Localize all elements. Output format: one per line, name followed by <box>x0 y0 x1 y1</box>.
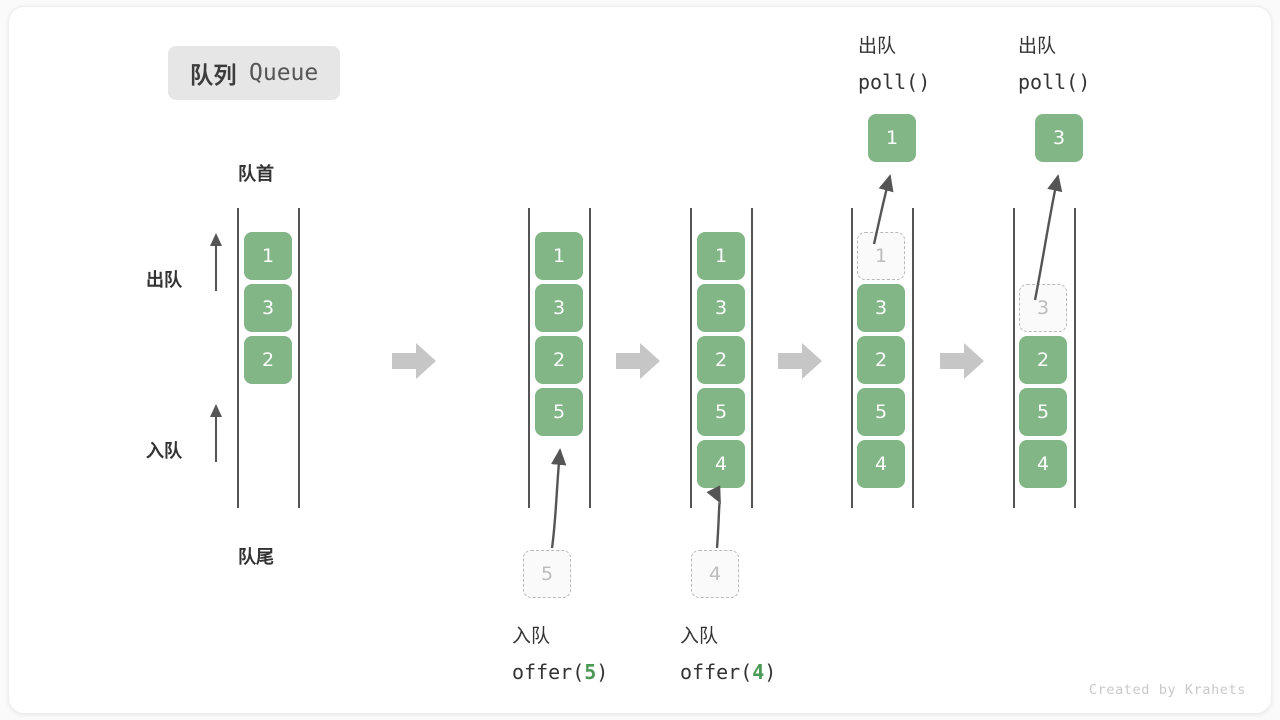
step-2-element: 5 <box>535 388 583 436</box>
step-5-outgoing-element: 3 <box>1035 114 1083 162</box>
step-1-element: 2 <box>244 336 292 384</box>
step-1-element: 3 <box>244 284 292 332</box>
title-english: Queue <box>249 60 319 86</box>
step-2-caption: 入队 offer(5) <box>512 618 608 690</box>
step-4-element: 3 <box>857 284 905 332</box>
step-4-caption: 出队 poll() <box>858 28 930 100</box>
step-3-element: 1 <box>697 232 745 280</box>
step-1-rail-left <box>237 208 239 508</box>
step-4-rail-right <box>912 208 914 508</box>
step-3-element: 3 <box>697 284 745 332</box>
enqueue-direction-arrow-icon <box>208 404 224 462</box>
step-5-element-ghost: 3 <box>1019 284 1067 332</box>
step-5-element: 5 <box>1019 388 1067 436</box>
step-3-rail-left <box>690 208 692 508</box>
step-transition-arrow-icon <box>940 341 984 381</box>
queue-rear-label: 队尾 <box>238 547 274 568</box>
step-5-caption: 出队 poll() <box>1018 28 1090 100</box>
step-2-rail-left <box>528 208 530 508</box>
step-3-incoming-ghost: 4 <box>691 550 739 598</box>
step-2-rail-right <box>589 208 591 508</box>
step-2-element: 2 <box>535 336 583 384</box>
step-5-rail-right <box>1074 208 1076 508</box>
step-4-element: 4 <box>857 440 905 488</box>
step-5-caption-fn: poll() <box>1018 70 1091 94</box>
step-2-element: 1 <box>535 232 583 280</box>
watermark: Created by Krahets <box>1088 682 1246 698</box>
step-3-caption-cn: 入队 <box>680 625 719 647</box>
step-transition-arrow-icon <box>616 341 660 381</box>
step-2-caption-fn: offer(5) <box>512 660 609 684</box>
step-5-element: 2 <box>1019 336 1067 384</box>
step-5-caption-cn: 出队 <box>1018 35 1057 57</box>
step-1-element: 1 <box>244 232 292 280</box>
step-3-element: 5 <box>697 388 745 436</box>
step-4-element: 2 <box>857 336 905 384</box>
step-3-element: 2 <box>697 336 745 384</box>
step-4-caption-fn: poll() <box>858 70 931 94</box>
step-4-rail-left <box>851 208 853 508</box>
step-2-element: 3 <box>535 284 583 332</box>
step-4-element-ghost: 1 <box>857 232 905 280</box>
step-4-caption-cn: 出队 <box>858 35 897 57</box>
title-chinese: 队列 <box>190 63 237 89</box>
step-transition-arrow-icon <box>392 341 436 381</box>
queue-front-label: 队首 <box>238 164 274 185</box>
step-3-rail-right <box>751 208 753 508</box>
step-5-element: 4 <box>1019 440 1067 488</box>
step-3-element: 4 <box>697 440 745 488</box>
step-4-element: 5 <box>857 388 905 436</box>
step-2-caption-cn: 入队 <box>512 625 551 647</box>
title-badge: 队列 Queue <box>168 46 341 100</box>
step-2-incoming-ghost: 5 <box>523 550 571 598</box>
dequeue-direction-label: 出队 <box>146 270 182 291</box>
enqueue-direction-label: 入队 <box>146 441 182 462</box>
step-transition-arrow-icon <box>778 341 822 381</box>
step-1-rail-right <box>298 208 300 508</box>
dequeue-direction-arrow-icon <box>208 233 224 291</box>
step-4-outgoing-element: 1 <box>868 114 916 162</box>
step-3-caption-fn: offer(4) <box>680 660 777 684</box>
step-3-caption: 入队 offer(4) <box>680 618 776 690</box>
step-5-rail-left <box>1013 208 1015 508</box>
